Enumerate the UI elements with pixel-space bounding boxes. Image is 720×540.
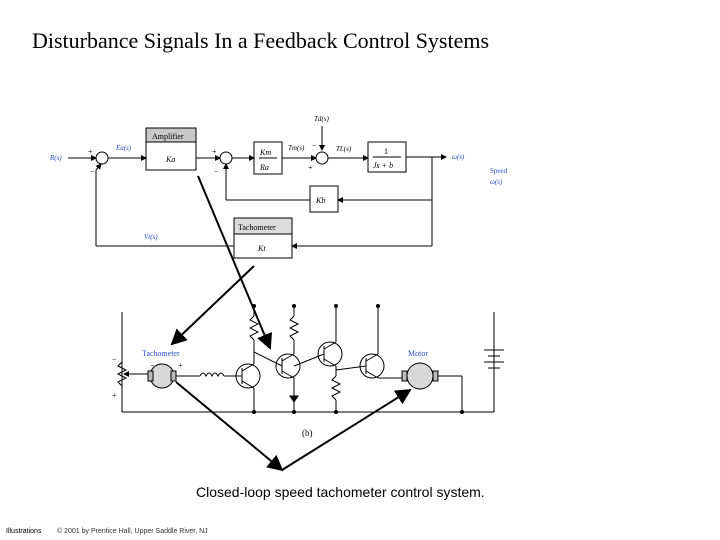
summing-junction-2: [219, 151, 233, 165]
back-emf-gain: Kb: [315, 196, 325, 205]
summing-junction-3: [315, 151, 329, 165]
sum3-minus-sign: −: [312, 141, 317, 150]
tach-voltage-label: Vt(s): [144, 233, 158, 241]
motor-gain-num: Km: [259, 148, 271, 157]
resistor-2: [288, 315, 300, 341]
resistor-1: [248, 315, 260, 341]
pot-plus-sign: +: [112, 391, 117, 400]
footer-copyright: © 2001 by Prentice Hall, Upper Saddle Ri…: [57, 528, 208, 535]
tachometer-title: Tachometer: [238, 223, 276, 232]
disturbance-label: Td(s): [314, 115, 329, 123]
motor: [406, 362, 434, 390]
amplifier-title: Amplifier: [152, 132, 184, 141]
sum1-plus-sign: +: [88, 147, 93, 156]
tach-minus-sign: −: [150, 361, 155, 370]
input-signal-label: R(s): [49, 154, 62, 162]
transistor-3: [317, 341, 343, 367]
load-torque-label: TL(s): [336, 145, 352, 153]
load-num: 1: [384, 147, 388, 156]
sum3-plus-sign: +: [308, 163, 313, 172]
speed-label: Speed: [490, 167, 508, 175]
tach-plus-sign: +: [178, 361, 183, 370]
inductor-coil: [199, 372, 225, 378]
circuit-part-label: (b): [302, 428, 313, 438]
sum2-minus-sign: −: [214, 167, 219, 176]
transistor-2: [275, 353, 301, 379]
speed-sub-label: ω(s): [490, 178, 503, 186]
transistor-4: [359, 353, 385, 379]
motor-torque-label: Tm(s): [288, 144, 305, 152]
sum1-minus-sign: −: [90, 167, 95, 176]
motor-gain-den: Ra: [259, 163, 269, 172]
tachometer-gain: Kt: [257, 244, 266, 253]
diode: [289, 395, 299, 403]
pot-minus-sign: −: [112, 355, 117, 364]
output-signal-label: ω(s): [452, 153, 465, 161]
page-title: Disturbance Signals In a Feedback Contro…: [32, 28, 490, 53]
resistor-3: [330, 375, 342, 401]
circuit-motor-label: Motor: [408, 349, 428, 358]
load-den: Js + b: [373, 161, 393, 170]
figure-caption: Closed-loop speed tachometer control sys…: [196, 484, 485, 500]
back-emf-block: [309, 185, 339, 213]
amplifier-gain: Ka: [165, 155, 175, 164]
potentiometer: [116, 361, 128, 387]
circuit-tachometer-label: Tachometer: [142, 349, 180, 358]
summing-junction-1: [95, 151, 109, 165]
error-signal-label: Ea(s): [115, 144, 132, 152]
sum2-plus-sign: +: [212, 147, 217, 156]
footer-left-text: Illustrations: [6, 528, 42, 535]
